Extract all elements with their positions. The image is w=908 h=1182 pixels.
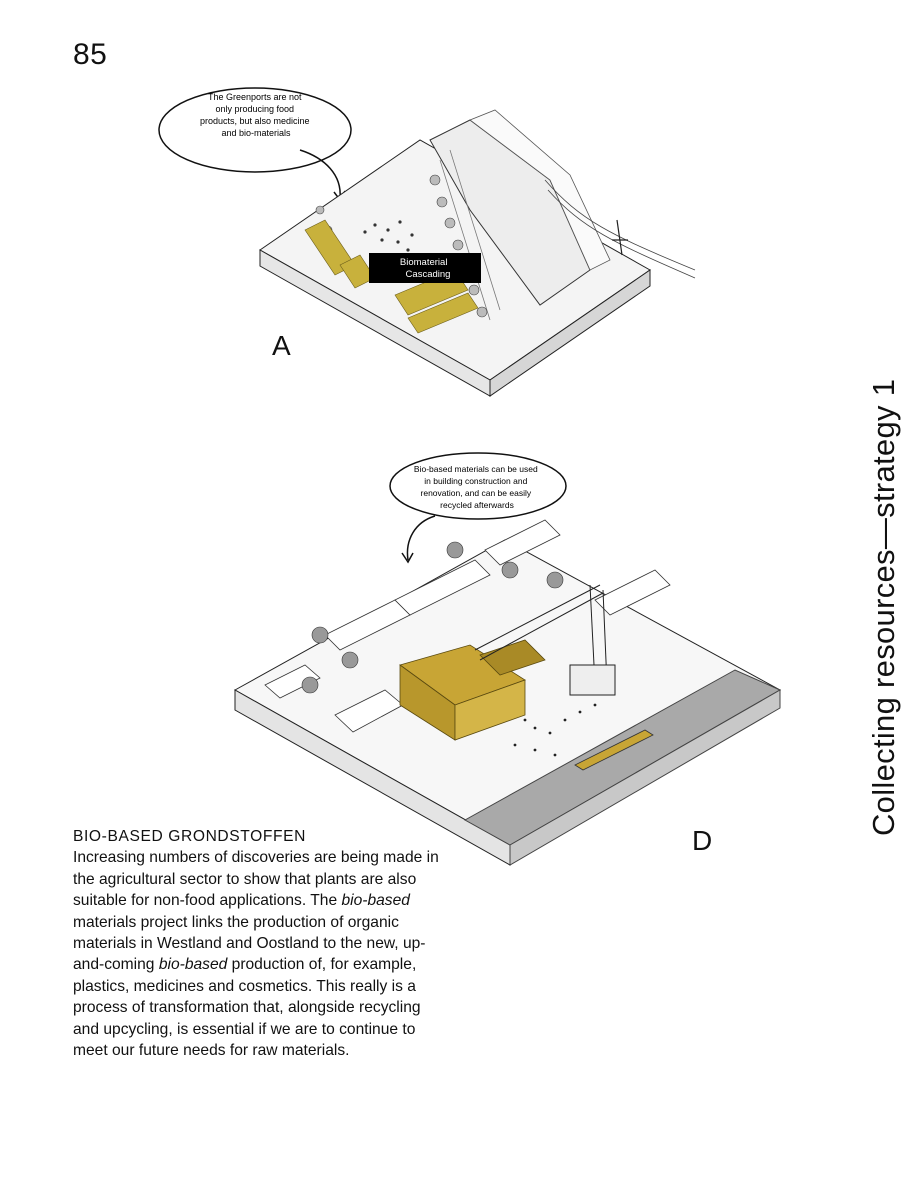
article: BIO-BASED GRONDSTOFFEN Increasing number… (73, 826, 445, 1061)
article-heading: BIO-BASED GRONDSTOFFEN (73, 826, 445, 847)
svg-text:Biomaterial Cascading: Biomaterial Cascading (400, 257, 451, 280)
figure-a-letter: A (272, 330, 291, 361)
figure-d-letter: D (692, 825, 712, 856)
figure-d-illustration: Bio-based materials can be used in build… (225, 450, 785, 880)
figure-a-illustration: The Greenports are not only producing fo… (150, 80, 710, 400)
article-segment-italic: bio-based (159, 956, 228, 973)
article-paragraph: Increasing numbers of discoveries are be… (73, 847, 445, 1061)
section-title: Collecting resources—strategy 1 (868, 379, 899, 836)
figure-a: The Greenports are not only producing fo… (150, 80, 710, 400)
article-segment-italic: bio-based (341, 892, 410, 909)
figure-d: Bio-based materials can be used in build… (225, 450, 785, 880)
callout-arrow-d (407, 516, 435, 560)
page-number: 85 (73, 38, 107, 72)
